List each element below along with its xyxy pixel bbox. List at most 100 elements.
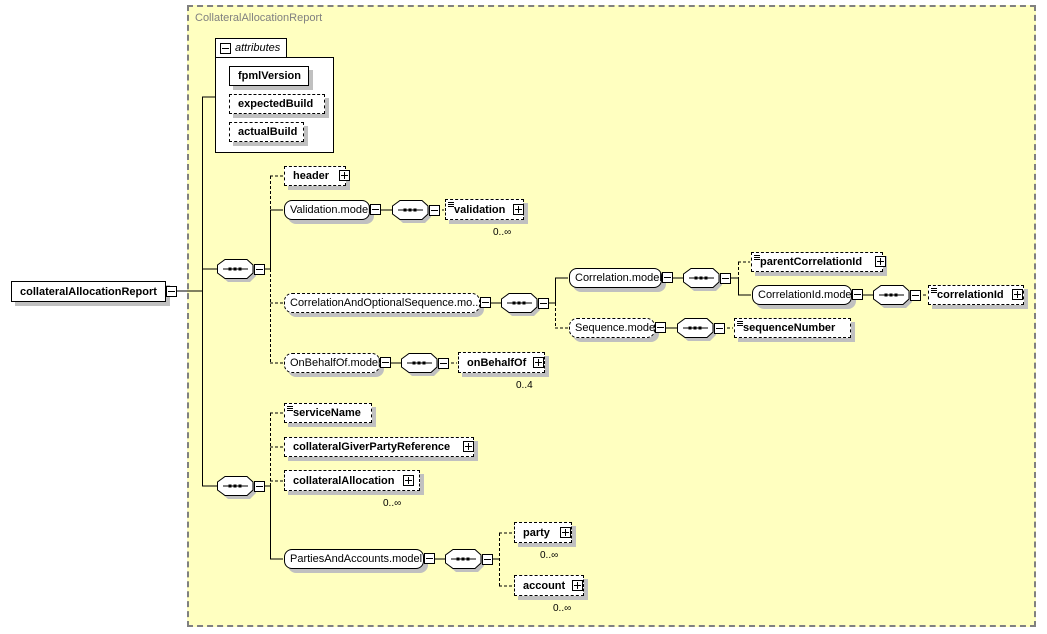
expand-toggle-parent-correlation-id[interactable] [875,256,886,267]
sequence-compositor-main-2-collapse-toggle[interactable] [254,481,265,492]
collapse-toggle-attributes[interactable] [220,43,231,54]
expand-toggle-account[interactable] [572,580,583,591]
sequence-compositor-parties-and-accounts-collapse-toggle[interactable] [482,554,493,565]
collapse-toggle-sequence-model[interactable] [655,322,666,333]
attribute-expected-build[interactable]: expectedBuild [229,94,325,114]
element-account[interactable]: account [514,575,584,596]
group-sequence-model[interactable]: Sequence.model [569,318,658,338]
collapse-toggle-parties-and-accounts-model[interactable] [424,553,435,564]
simple-content-icon [448,202,454,208]
element-validation[interactable]: validation [445,199,524,220]
sequence-compositor-on-behalf-of [401,353,440,376]
element-label: party [523,526,550,539]
expand-toggle-validation[interactable] [513,204,524,215]
element-label: collateralGiverPartyReference [293,441,451,453]
group-correlation-and-optional-sequence-model[interactable]: CorrelationAndOptionalSequence.mo... [284,293,481,313]
sequence-dot-icon [461,557,465,561]
element-label: onBehalfOf [467,356,527,369]
sequence-dot-icon [688,326,692,330]
element-label: sequenceNumber [743,322,836,334]
element-label: validation [454,203,506,216]
sequence-compositor-validation [392,200,431,223]
sequence-dot-icon [233,267,237,271]
element-header[interactable]: header [284,166,346,186]
sequence-dot-icon [704,276,708,280]
group-parties-and-accounts-model[interactable]: PartiesAndAccounts.model [284,549,424,569]
sequence-dot-icon [466,557,470,561]
element-parent-correlation-id[interactable]: parentCorrelationId [751,252,883,272]
collapse-toggle-correlation-id-model[interactable] [852,289,863,300]
sequence-dot-icon [699,276,703,280]
element-collateral-giver-party-reference[interactable]: collateralGiverPartyReference [284,437,474,457]
element-sequence-number[interactable]: sequenceNumber [734,318,851,338]
attribute-label: fpmlVersion [238,70,301,82]
element-label: parentCorrelationId [760,256,863,268]
root-element-label: collateralAllocationReport [20,285,157,298]
expand-toggle-correlation-id[interactable] [1012,289,1023,300]
group-label: PartiesAndAccounts.model [290,553,423,565]
collapse-toggle-on-behalf-of-model[interactable] [380,357,391,368]
sequence-compositor-main-1-collapse-toggle[interactable] [254,264,265,275]
root-element-collateral-allocation-report[interactable]: collateralAllocationReport [11,281,166,302]
collapse-toggle-root[interactable] [166,286,177,297]
element-correlation-id[interactable]: correlationId [928,285,1024,305]
sequence-compositor-correlation-and-optional-collapse-toggle[interactable] [538,298,549,309]
simple-content-icon [754,255,760,261]
cardinality-party: 0..∞ [540,550,559,561]
group-label: CorrelationId.model [758,289,854,301]
collapse-toggle-correlation-model[interactable] [662,272,673,283]
cardinality-validation: 0..∞ [493,227,512,238]
cardinality-on-behalf-of: 0..4 [516,380,533,391]
expand-toggle-collateral-giver-party-reference[interactable] [463,441,474,452]
group-on-behalf-of-model[interactable]: OnBehalfOf.model [284,353,381,373]
element-label: serviceName [293,407,361,419]
expand-toggle-on-behalf-of[interactable] [533,357,544,368]
sequence-dot-icon [422,361,426,365]
sequence-compositor-correlation [683,268,722,291]
type-name-label: CollateralAllocationReport [195,12,323,24]
sequence-dot-icon [894,293,898,297]
expand-toggle-header[interactable] [339,170,350,181]
collapse-toggle-correlation-and-optional-sequence[interactable] [480,297,491,308]
sequence-dot-icon [238,484,242,488]
sequence-dot-icon [233,484,237,488]
element-collateral-allocation[interactable]: collateralAllocation [284,470,420,491]
group-correlation-model[interactable]: Correlation.model [569,268,662,288]
sequence-compositor-correlation-collapse-toggle[interactable] [720,273,731,284]
sequence-compositor-sequence [677,318,716,341]
attributes-title: attributes [235,42,281,54]
simple-content-icon [737,321,743,327]
sequence-dot-icon [884,293,888,297]
element-party[interactable]: party [514,522,572,543]
sequence-compositor-correlation-and-optional [501,293,540,316]
group-correlation-id-model[interactable]: CorrelationId.model [752,285,854,305]
sequence-compositor-correlation-id [873,285,912,308]
expand-toggle-collateral-allocation[interactable] [403,475,414,486]
sequence-dot-icon [694,276,698,280]
sequence-compositor-main-1 [217,259,256,282]
sequence-dot-icon [412,361,416,365]
sequence-compositor-correlation-id-collapse-toggle[interactable] [910,290,921,301]
sequence-compositor-validation-collapse-toggle[interactable] [429,205,440,216]
sequence-dot-icon [889,293,893,297]
cardinality-account: 0..∞ [553,603,572,614]
sequence-dot-icon [512,301,516,305]
sequence-dot-icon [228,484,232,488]
element-on-behalf-of[interactable]: onBehalfOf [458,352,545,373]
element-service-name[interactable]: serviceName [284,403,372,423]
sequence-dot-icon [403,208,407,212]
group-label: Sequence.model [575,322,658,334]
element-label: header [293,170,330,182]
attribute-fpml-version[interactable]: fpmlVersion [229,66,309,86]
group-validation-model[interactable]: Validation.model [284,200,371,220]
sequence-compositor-parties-and-accounts [445,549,484,572]
sequence-dot-icon [413,208,417,212]
simple-content-icon [931,288,937,294]
attribute-actual-build[interactable]: actualBuild [229,122,304,142]
element-label: account [523,579,566,592]
collapse-toggle-validation-model[interactable] [370,204,381,215]
sequence-compositor-on-behalf-of-collapse-toggle[interactable] [438,358,449,369]
expand-toggle-party[interactable] [560,527,571,538]
sequence-dot-icon [228,267,232,271]
sequence-compositor-sequence-collapse-toggle[interactable] [714,323,725,334]
